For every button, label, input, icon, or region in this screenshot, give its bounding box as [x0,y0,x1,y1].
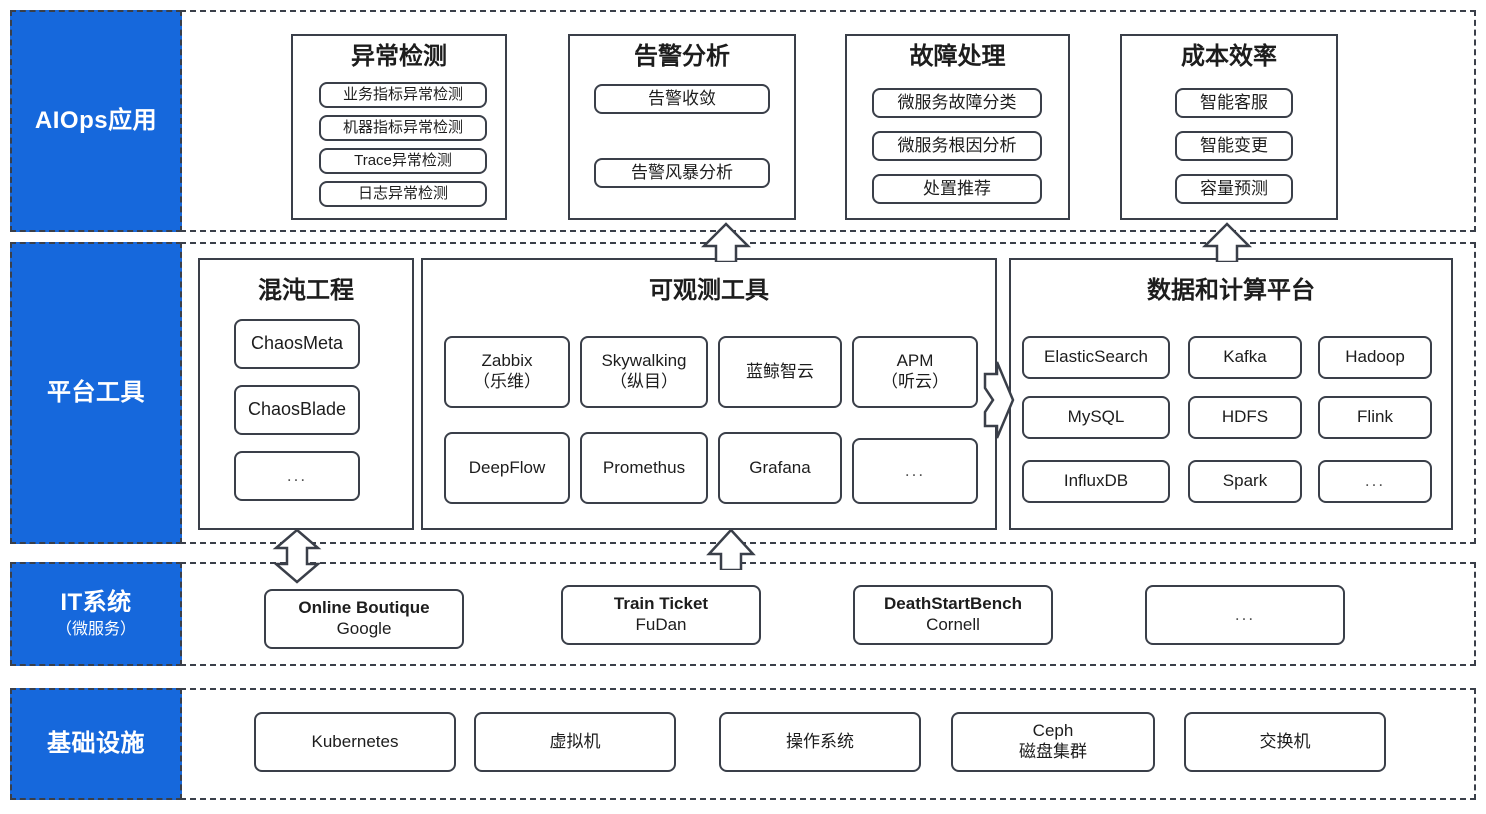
chip-alert-storm-analysis[interactable]: 告警风暴分析 [594,158,770,188]
chip-kubernetes[interactable]: Kubernetes [254,712,456,772]
connector-itsystem-to-observability-arrow-up-icon [705,528,757,570]
layer-label-it-system-text: IT系统 [60,588,132,616]
chip-remediation-recommendation[interactable]: 处置推荐 [872,174,1042,204]
chip-intelligent-change[interactable]: 智能变更 [1175,131,1293,161]
chip-switch[interactable]: 交换机 [1184,712,1386,772]
chip-machine-metric-anomaly[interactable]: 机器指标异常检测 [319,115,487,141]
layer-label-platform-tools: 平台工具 [10,242,182,544]
layer-label-aiops-text: AIOps应用 [34,107,158,134]
layer-label-aiops: AIOps应用 [10,10,182,232]
chip-virtual-machine[interactable]: 虚拟机 [474,712,676,772]
chip-it-system-more[interactable]: ... [1145,585,1345,645]
chip-kafka[interactable]: Kafka [1188,336,1302,379]
layer-label-platform-tools-text: 平台工具 [47,379,145,406]
chip-microservice-root-cause[interactable]: 微服务根因分析 [872,131,1042,161]
chip-chaos-more[interactable]: ... [234,451,360,501]
chip-intelligent-customer-service[interactable]: 智能客服 [1175,88,1293,118]
chip-business-metric-anomaly[interactable]: 业务指标异常检测 [319,82,487,108]
chip-zabbix[interactable]: Zabbix （乐维） [444,336,570,408]
chip-flink[interactable]: Flink [1318,396,1432,439]
layer-label-infrastructure-text: 基础设施 [47,730,145,757]
chip-deathstarbench[interactable]: DeathStartBench Cornell [853,585,1053,645]
chip-grafana[interactable]: Grafana [718,432,842,504]
connector-observability-to-data-platform-arrow-right-icon [983,360,1015,440]
chip-apm[interactable]: APM （听云） [852,336,978,408]
group-title-chaos-engineering: 混沌工程 [258,277,354,304]
chip-elasticsearch[interactable]: ElasticSearch [1022,336,1170,379]
group-title-anomaly-detection: 异常检测 [351,43,447,70]
chip-chaosmeta[interactable]: ChaosMeta [234,319,360,369]
chip-alert-convergence[interactable]: 告警收敛 [594,84,770,114]
layer-label-it-system-sub: （微服务） [55,620,136,638]
connector-chaos-to-itsystem-arrow-bidirectional-icon [272,528,322,584]
chip-hadoop[interactable]: Hadoop [1318,336,1432,379]
chip-mysql[interactable]: MySQL [1022,396,1170,439]
group-title-cost-efficiency: 成本效率 [1181,43,1277,70]
chip-promethus[interactable]: Promethus [580,432,708,504]
group-title-fault-handling: 故障处理 [909,43,1006,70]
connector-observability-to-aiops-arrow-up-icon [700,222,752,262]
chip-ceph-disk-cluster[interactable]: Ceph 磁盘集群 [951,712,1155,772]
chip-spark[interactable]: Spark [1188,460,1302,503]
chip-influxdb[interactable]: InfluxDB [1022,460,1170,503]
chip-deepflow[interactable]: DeepFlow [444,432,570,504]
chip-hdfs[interactable]: HDFS [1188,396,1302,439]
chip-train-ticket[interactable]: Train Ticket FuDan [561,585,761,645]
layer-label-infrastructure: 基础设施 [10,688,182,800]
connector-data-platform-to-aiops-arrow-up-icon [1201,222,1253,262]
chip-log-anomaly[interactable]: 日志异常检测 [319,181,487,207]
group-title-data-compute-platform: 数据和计算平台 [1147,277,1315,304]
group-panel-alert-analysis: 告警分析 [568,34,796,220]
group-title-observability-tools: 可观测工具 [649,277,769,304]
chip-data-platform-more[interactable]: ... [1318,460,1432,503]
chip-capacity-forecast[interactable]: 容量预测 [1175,174,1293,204]
chip-microservice-fault-classification[interactable]: 微服务故障分类 [872,88,1042,118]
chip-trace-anomaly[interactable]: Trace异常检测 [319,148,487,174]
chip-operating-system[interactable]: 操作系统 [719,712,921,772]
group-panel-cost-efficiency: 成本效率 [1120,34,1338,220]
chip-online-boutique[interactable]: Online Boutique Google [264,589,464,649]
layer-label-it-system: IT系统 （微服务） [10,562,182,666]
chip-skywalking[interactable]: Skywalking （纵目） [580,336,708,408]
chip-bluking-zhiyun[interactable]: 蓝鲸智云 [718,336,842,408]
group-title-alert-analysis: 告警分析 [634,43,730,70]
chip-observability-more[interactable]: ... [852,438,978,504]
chip-chaosblade[interactable]: ChaosBlade [234,385,360,435]
